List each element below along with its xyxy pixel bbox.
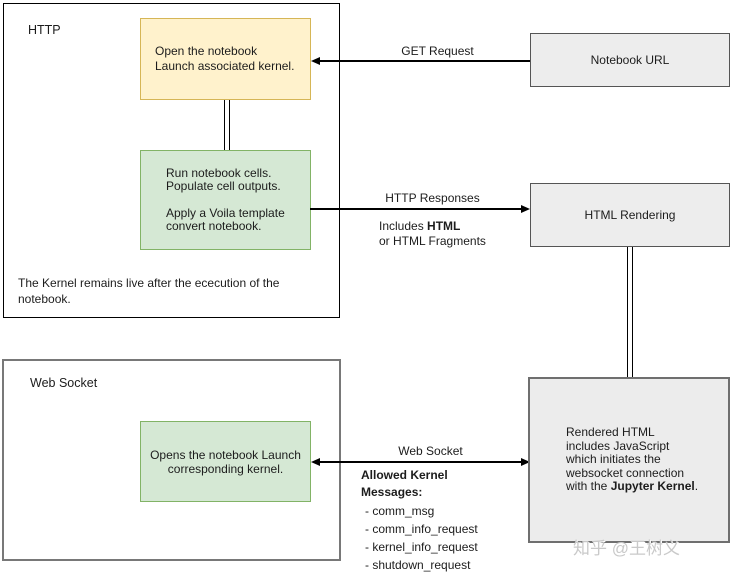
run-cells-line: Run notebook cells. — [166, 165, 272, 180]
includes-html-bold: HTML — [427, 219, 461, 233]
websocket-arrowhead-right-icon — [521, 457, 530, 466]
get-request-line — [319, 60, 530, 62]
rendered-html-node: Rendered HTML includes JavaScript which … — [528, 377, 730, 543]
rendered-html-line: websocket connection — [566, 465, 685, 480]
http-responses-label: HTTP Responses — [385, 191, 480, 205]
allowed-kernel-messages: Allowed Kernel Messages: - comm_msg - co… — [361, 467, 529, 574]
includes-html-text: Includes HTML or HTML Fragments — [379, 219, 486, 248]
html-rendering-label: HTML Rendering — [584, 208, 676, 222]
allowed-title-line: Messages: — [361, 484, 423, 499]
rendered-html-line: Rendered HTML — [566, 425, 655, 440]
jupyter-kernel-bold: Jupyter Kernel — [610, 479, 695, 494]
includes-line2: or HTML Fragments — [379, 233, 486, 248]
websocket-section-label: Web Socket — [30, 376, 98, 390]
allowed-item: - comm_msg — [365, 504, 435, 518]
kernel-connector-line — [224, 100, 230, 150]
open-notebook-line: Launch associated kernel. — [155, 59, 295, 73]
run-cells-line: Apply a Voila template — [166, 205, 285, 220]
html-rendering-node: HTML Rendering — [530, 183, 730, 247]
http-responses-line — [310, 208, 522, 210]
allowed-title-line: Allowed Kernel — [361, 468, 448, 482]
notebook-url-label: Notebook URL — [590, 53, 670, 67]
rendered-html-line: which initiates the — [566, 452, 661, 467]
opens-notebook-node: Opens the notebook Launch corresponding … — [140, 421, 311, 502]
http-section-label: HTTP — [28, 23, 61, 37]
open-notebook-line: Open the notebook — [155, 44, 258, 58]
includes-prefix: Includes — [379, 219, 428, 233]
opens-notebook-line: corresponding kernel. — [167, 461, 284, 476]
run-cells-line — [166, 194, 310, 207]
rendered-html-last-suffix: . — [694, 479, 699, 494]
allowed-item: - shutdown_request — [365, 558, 471, 572]
allowed-item: - kernel_info_request — [365, 540, 478, 554]
open-notebook-node: Open the notebook Launch associated kern… — [140, 18, 311, 100]
websocket-arrowhead-left-icon — [311, 457, 320, 466]
run-cells-node: Run notebook cells. Populate cell output… — [140, 150, 311, 250]
rendered-html-last-line: with the Jupyter Kernel. — [566, 480, 720, 494]
opens-notebook-line: Opens the notebook Launch — [150, 447, 301, 462]
notebook-url-node: Notebook URL — [530, 33, 730, 87]
rendered-html-line: includes JavaScript — [566, 438, 670, 453]
get-request-label: GET Request — [401, 44, 474, 58]
websocket-edge-label: Web Socket — [398, 444, 463, 458]
kernel-note-text: The Kernel remains live after the ececut… — [18, 276, 280, 306]
websocket-line — [319, 461, 522, 463]
get-request-arrowhead-icon — [311, 56, 320, 65]
allowed-item: - comm_info_request — [365, 522, 478, 536]
run-cells-line: Populate cell outputs. — [166, 179, 281, 193]
run-cells-line: convert notebook. — [166, 219, 262, 233]
http-responses-arrowhead-icon — [521, 204, 530, 213]
rendered-html-last-prefix: with the — [566, 479, 611, 494]
zhihu-watermark: 知乎 @王树义 — [573, 539, 680, 558]
rendering-connector-line — [627, 247, 633, 377]
